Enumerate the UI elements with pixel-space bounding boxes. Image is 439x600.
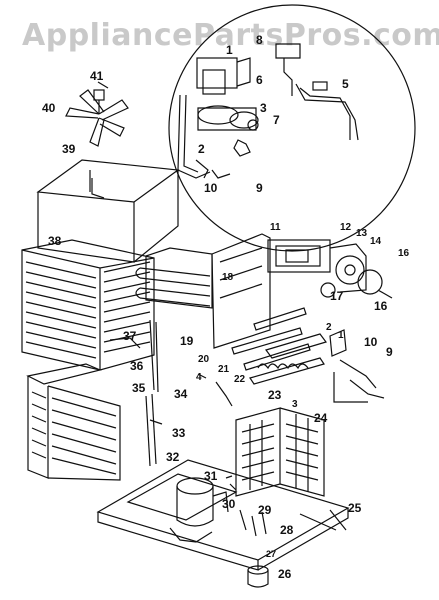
label-33: 33 [172,426,186,440]
label-22: 22 [234,374,246,385]
air-filters [235,407,325,497]
label-27: 27 [266,549,276,559]
label-13: 13 [356,228,368,239]
label-38: 38 [48,234,62,248]
label-2: 2 [326,322,332,333]
chassis-shell [26,363,121,481]
label-4: 4 [196,372,202,383]
label-12: 12 [340,222,352,233]
label-c6: 6 [256,73,263,87]
label-36: 36 [130,359,144,373]
compressor [169,477,229,543]
terminal-strips [197,307,347,407]
label-10: 10 [364,335,378,349]
label-16: 16 [374,299,388,313]
fan-blade [65,81,129,147]
label-c10: 10 [204,181,218,195]
label-16b: 16 [398,248,410,259]
label-28: 28 [280,523,294,537]
side-bracket [109,319,163,467]
label-21: 21 [218,364,230,375]
condenser-coil [21,239,155,371]
label-31: 31 [204,469,218,483]
label-9: 9 [386,345,393,359]
part-labels: 1 8 6 5 3 7 2 10 9 4 41 40 39 38 37 36 3… [42,33,410,581]
label-18: 18 [222,272,234,283]
label-34: 34 [174,387,188,401]
label-c5: 5 [342,77,349,91]
label-32: 32 [166,450,180,464]
label-37: 37 [123,329,137,343]
label-c3: 3 [260,101,267,115]
label-1: 1 [338,330,344,341]
label-25: 25 [348,501,362,515]
fan-shroud [36,159,180,263]
label-40: 40 [42,101,56,115]
label-3: 3 [292,399,298,410]
label-14: 14 [370,236,382,247]
detail-circle [168,4,416,252]
capacitor [225,475,269,588]
label-23: 23 [268,388,282,402]
power-cords [333,359,385,403]
label-26: 26 [278,567,292,581]
label-11: 11 [270,222,281,233]
label-41: 41 [90,69,104,83]
label-35: 35 [132,381,146,395]
label-c7: 7 [273,113,280,127]
label-c1: 1 [226,43,233,57]
evaporator-coil [135,233,271,349]
label-30: 30 [222,497,236,511]
base-pan [96,459,350,571]
label-24: 24 [314,411,328,425]
label-c9: 9 [256,181,263,195]
label-19: 19 [180,334,194,348]
label-c8: 8 [256,33,263,47]
watermark: AppliancePartsPros.com [22,18,439,53]
label-29: 29 [258,503,272,517]
control-panel [267,239,393,299]
label-39: 39 [62,142,76,156]
label-20: 20 [198,354,210,365]
label-c2: 2 [198,142,205,156]
label-17: 17 [330,289,344,303]
